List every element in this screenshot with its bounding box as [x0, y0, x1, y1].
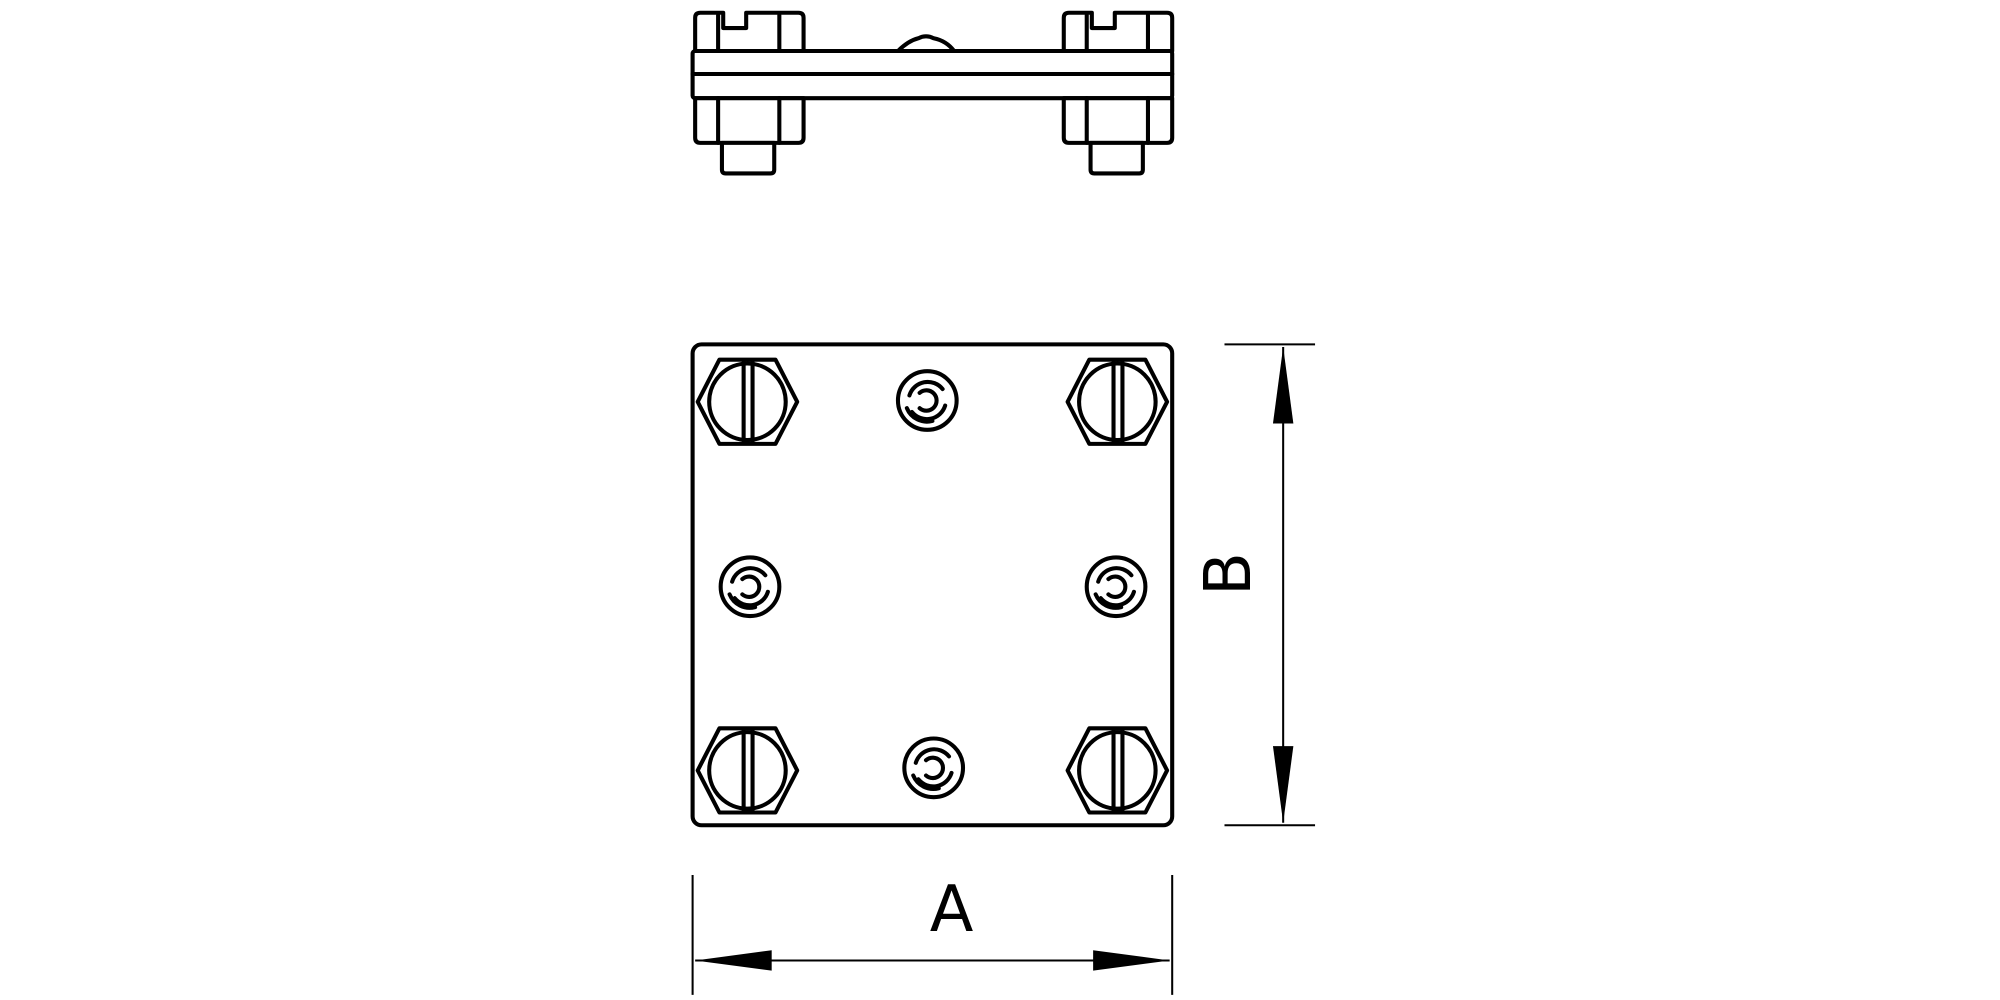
stud-top [898, 371, 957, 430]
side-view [690, 13, 1175, 174]
clamp-plate [690, 342, 1175, 828]
arrow-down-icon [1272, 746, 1294, 823]
hex-bolt-bottom-right [1068, 728, 1167, 812]
dimension-b-label: B [1192, 552, 1266, 596]
hex-bolt-bottom-left [698, 728, 797, 812]
dimension-a-label: A [930, 873, 974, 947]
dimension-a: A [691, 873, 1174, 995]
hex-bolt-top-right [1068, 360, 1167, 444]
hex-bolt-top-left [698, 360, 797, 444]
stud-bottom [904, 739, 963, 798]
dimension-b: B [1192, 343, 1316, 827]
stud-left [721, 557, 780, 616]
arrow-up-icon [1272, 346, 1294, 424]
plan-view [690, 342, 1175, 828]
arrow-right-icon [1093, 950, 1170, 971]
stud-right [1087, 557, 1146, 616]
center-dome [895, 34, 957, 54]
arrow-left-icon [695, 950, 772, 971]
